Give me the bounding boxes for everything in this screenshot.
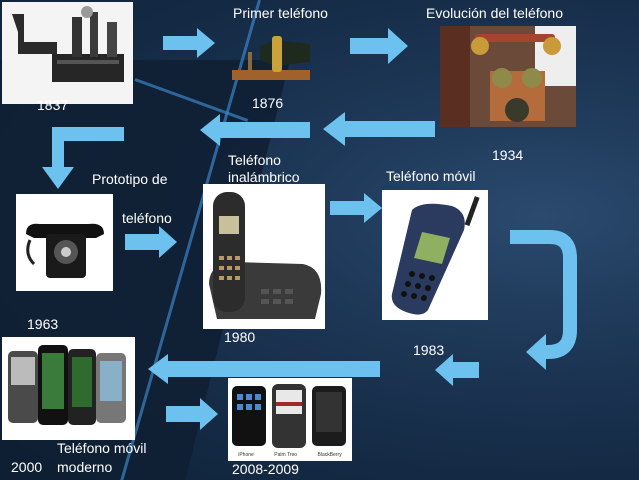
caption-palm-treo: Palm Treo [274,452,298,458]
arrow-right-icon [166,398,218,430]
arrow-curve-down-left-icon [510,230,582,375]
year-1876: 1876 [252,95,284,111]
label-movil-moderno-line1: Teléfono móvil [57,440,147,456]
antique-phone-image [440,26,576,127]
rotary-phone-image [16,194,113,291]
arrow-left-icon [323,112,435,146]
label-inalambrico-line2: inalámbrico [228,169,300,185]
label-prototipo-line2: teléfono [122,210,172,226]
telegraph-image [2,2,133,104]
arrow-right-icon [330,193,382,223]
arrow-bend-down-icon [38,127,124,189]
label-telefono-movil: Teléfono móvil [386,168,476,184]
year-1963: 1963 [27,316,59,332]
caption-iphone: iPhone [238,452,254,458]
year-1837: 1837 [37,97,69,113]
iphone-palm-blackberry-image: iPhone Palm Treo BlackBerry [228,378,352,461]
year-1980: 1980 [224,329,256,345]
smartphones-image [2,337,135,440]
year-2000: 2000 [11,459,43,475]
label-evolucion: Evolución del teléfono [426,5,563,21]
label-prototipo-line1: Prototipo de [92,171,168,187]
year-1934: 1934 [492,147,524,163]
cordless-phone-image [203,184,325,329]
arrow-right-icon [350,28,408,64]
arrow-left-icon [148,354,380,384]
nokia-phone-image [382,190,488,320]
arrow-right-icon [163,28,215,58]
label-movil-moderno-line2: moderno [57,459,113,475]
bell-phone-image [230,32,315,87]
arrow-right-icon [125,226,177,258]
year-1983: 1983 [413,342,445,358]
label-inalambrico-line1: Teléfono [228,152,281,168]
caption-blackberry: BlackBerry [317,452,342,458]
year-2008-2009: 2008-2009 [232,461,299,477]
arrow-left-icon [200,114,310,146]
label-primer-telefono: Primer teléfono [233,5,328,21]
arrow-left-icon [435,354,479,386]
